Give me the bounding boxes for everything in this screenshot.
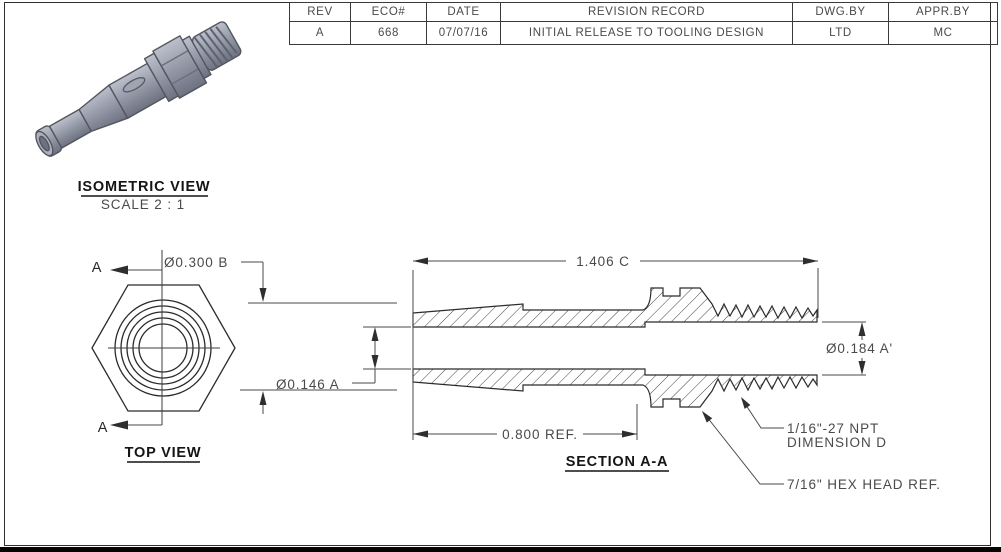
revision-table-data-row: A 668 07/07/16 INITIAL RELEASE TO TOOLIN… [289,21,998,45]
dim-barb-length: 0.800 REF. [413,404,638,442]
dim-bore-large: Ø0.184 A' [822,321,893,376]
section-view-title: SECTION A-A [566,454,669,470]
leader-npt-thread: 1/16"-27 NPT DIMENSION D [741,397,887,450]
isometric-view-scale: SCALE 2 : 1 [101,197,185,212]
iso-slot [122,76,146,93]
section-arrow-bottom-head [110,420,128,430]
dim-overall-length-text: 1.406 C [576,254,630,269]
section-arrow-top-head [110,265,128,275]
hex-head-text: 7/16" HEX HEAD REF. [787,477,941,492]
top-view-title: TOP VIEW [125,445,202,461]
table-header-cell: ECO# [350,2,427,22]
revision-table: REV ECO# DATE REVISION RECORD DWG.BY APP… [289,2,998,45]
section-view [412,287,818,408]
npt-thread-text-line2: DIMENSION D [787,435,887,450]
dim-barb-od-text: Ø0.300 B [164,255,228,270]
dim-bore-large-text: Ø0.184 A' [826,341,893,356]
section-bottom-wall [412,368,818,408]
npt-thread-text-line1: 1/16"-27 NPT [787,421,879,436]
isometric-view-title: ISOMETRIC VIEW [78,179,211,195]
dim-bore-small-text: Ø0.146 A [276,377,340,392]
iso-tip-bore [38,135,50,152]
dim-barb-length-text: 0.800 REF. [502,427,578,442]
table-cell: 668 [350,21,427,45]
hex-outline [91,284,236,412]
iso-hex-edge-top [160,50,189,67]
table-cell: MC [888,21,998,45]
iso-hex-edge-bottom [171,68,199,85]
iso-thread-stripes [193,26,238,68]
revision-table-header-row: REV ECO# DATE REVISION RECORD DWG.BY APP… [289,2,998,22]
top-view: A A [91,250,236,436]
section-top-wall [412,287,818,328]
section-marker-bottom: A [98,420,109,436]
leader-hex-head: 7/16" HEX HEAD REF. [702,411,941,492]
isometric-view [35,21,242,157]
sheet-bottom-bar [0,547,1001,552]
section-marker-top: A [92,260,103,276]
dim-barb-od: Ø0.300 B [164,255,397,414]
dim-overall-length: 1.406 C [412,254,819,440]
table-cell: LTD [792,21,889,45]
isometric-part-body [35,21,242,157]
dim-bore-small: Ø0.146 A [276,326,411,392]
table-header-cell: APPR.BY [888,2,998,22]
